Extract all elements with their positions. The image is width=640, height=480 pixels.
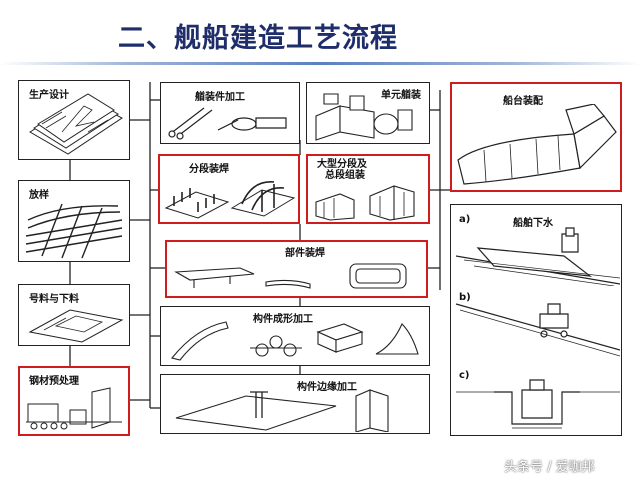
label-large-block-1: 大型分段及 xyxy=(316,160,388,170)
edge-planer-icon xyxy=(166,388,426,432)
label-step-b: b) xyxy=(458,292,472,303)
label-step-c: c) xyxy=(458,370,471,381)
large-block-icon xyxy=(310,182,428,222)
label-unit-outfitting: 单元艏装 xyxy=(380,86,422,101)
label-large-block-2: 总段组装 xyxy=(324,171,396,181)
label-production-design: 生产设计 xyxy=(28,86,70,101)
label-component-forming: 构件成形加工 xyxy=(252,310,314,325)
label-ship-launch: 船舶下水 xyxy=(512,214,554,229)
slipway-launch-icon xyxy=(454,226,620,286)
watermark: 头条号 / 爱咖邦 xyxy=(504,460,595,475)
label-lofting: 放样 xyxy=(28,186,50,201)
block-frames-icon xyxy=(162,172,298,222)
label-steel-pretreatment: 钢材预处理 xyxy=(28,372,80,387)
dry-dock-icon xyxy=(454,372,620,434)
slipway-cradle-icon xyxy=(454,294,620,360)
outfitting-parts-icon xyxy=(164,100,298,142)
label-hull-outfitting: 艏装件加工 xyxy=(194,88,246,103)
plate-marking-icon xyxy=(26,304,126,344)
title-underline xyxy=(0,62,640,65)
lofting-lines-icon xyxy=(22,200,128,260)
label-component-edge: 构件边缘加工 xyxy=(296,378,358,393)
girder-frame-icon xyxy=(170,254,424,296)
page-title: 二、舰船建造工艺流程 xyxy=(118,23,398,54)
label-block-welding: 分段装焊 xyxy=(188,160,230,175)
label-part-welding: 部件装焊 xyxy=(284,244,326,259)
label-marking-cutting: 号料与下料 xyxy=(28,290,80,305)
label-berth-assembly: 船台装配 xyxy=(502,92,544,107)
pretreatment-machine-icon xyxy=(22,386,128,434)
label-step-a: a) xyxy=(458,214,472,225)
hull-on-berth-icon xyxy=(454,104,620,190)
machinery-unit-icon xyxy=(310,88,430,142)
drawings-stack-icon xyxy=(22,92,128,158)
bending-rolls-icon xyxy=(166,318,426,364)
